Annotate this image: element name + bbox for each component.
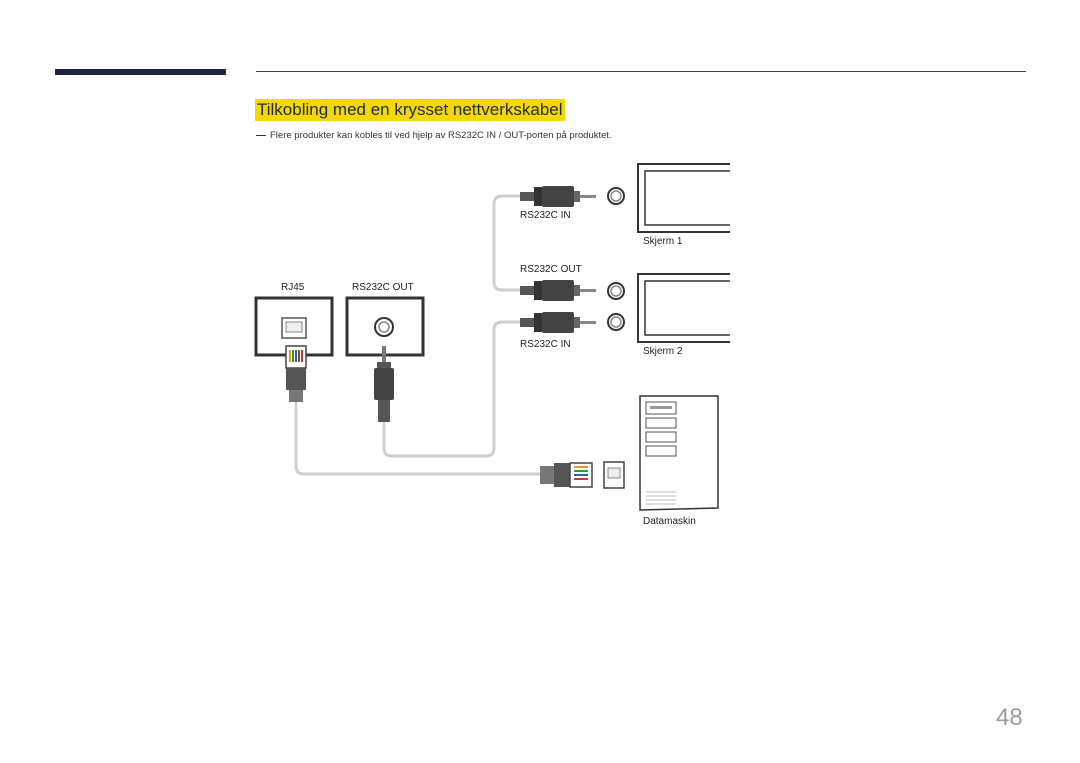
label-computer: Datamaskin [643,516,696,527]
label-rs232c-in-top: RS232C IN [520,210,571,221]
computer-tower-icon [639,395,719,511]
note-text-pre: Flere produkter kan kobles til ved hjelp… [270,130,448,141]
display-2-icon [637,273,730,343]
note-sep: / [496,130,504,141]
stereo-jack-top [520,186,625,207]
label-rj45: RJ45 [281,282,305,293]
label-display-2: Skjerm 2 [643,346,683,357]
note-port-out: OUT [503,130,524,141]
label-rs232c-out-left: RS232C OUT [352,282,414,293]
note-text-post: -porten på produktet. [523,130,612,141]
connection-diagram [254,163,730,511]
note-dash-icon [256,134,266,136]
section-note: Flere produkter kan kobles til ved hjelp… [256,130,612,141]
cable-rs232c [382,320,520,458]
cable-lan [294,402,540,476]
lan-plug-horizontal [540,461,625,489]
lan-plug-vertical [285,345,307,402]
header-rule [256,71,1026,72]
stereo-jack-bottom [520,312,625,333]
label-rs232c-in-bottom: RS232C IN [520,339,571,350]
display-1-icon [637,163,730,233]
rs232c-out-port-panel [345,296,425,357]
cable-in-out-link [492,194,520,292]
chapter-tab-bar [55,69,226,75]
note-port-in: RS232C IN [447,130,497,141]
stereo-jack-middle [520,280,625,301]
section-heading: Tilkobling med en krysset nettverkskabel [255,99,565,121]
label-rs232c-out-right: RS232C OUT [520,264,582,275]
page-number: 48 [996,704,1023,731]
cables [294,194,540,476]
stereo-plug-vertical [374,346,394,422]
label-display-1: Skjerm 1 [643,236,683,247]
